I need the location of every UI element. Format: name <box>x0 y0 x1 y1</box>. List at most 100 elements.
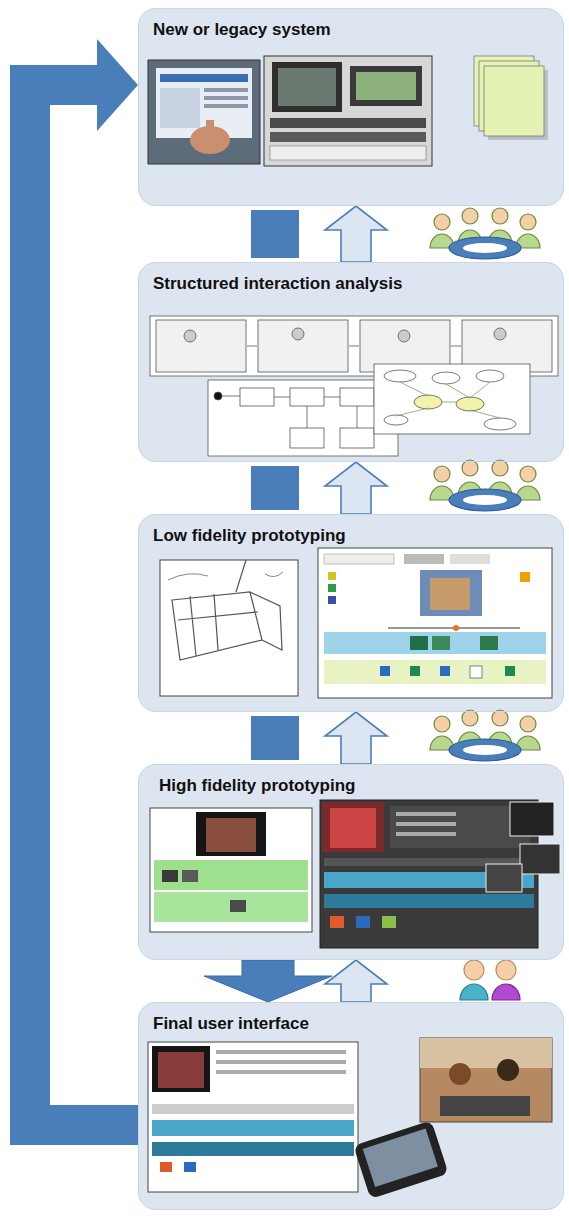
loop-head <box>97 39 138 131</box>
rect-shape <box>160 560 298 696</box>
legacy-system-pictures <box>148 56 548 166</box>
flow-arrow <box>325 712 387 764</box>
circle-shape <box>520 716 536 732</box>
circle-shape <box>449 1063 471 1085</box>
ellipse-shape <box>463 495 507 505</box>
user-pair-icon <box>460 960 520 1000</box>
rect-shape <box>204 88 248 92</box>
feedback-arrow <box>325 960 387 1002</box>
rect-shape <box>356 72 416 100</box>
rect-shape <box>152 1104 354 1114</box>
path-shape <box>492 984 520 1000</box>
ellipse-shape <box>432 372 460 384</box>
circle-shape <box>494 328 506 340</box>
g-shape <box>353 1120 448 1199</box>
rect-shape <box>430 578 470 610</box>
rect-shape <box>380 666 390 676</box>
rect-shape <box>270 118 426 128</box>
rect-shape <box>396 812 456 816</box>
circle-shape <box>496 960 516 980</box>
path-shape <box>396 382 500 418</box>
rect-shape <box>505 666 515 676</box>
path-shape <box>168 572 283 580</box>
ellipse-shape <box>449 237 521 259</box>
stage-panel: Low fidelity prototyping <box>138 514 564 712</box>
circle-shape <box>453 625 459 631</box>
flow-arrow <box>325 206 387 262</box>
rect-shape <box>152 1142 354 1156</box>
circle-shape <box>462 710 478 726</box>
ellipse-shape <box>463 745 507 755</box>
rect-shape <box>216 1070 346 1074</box>
rect-shape <box>340 428 374 448</box>
rect-shape <box>440 1096 530 1116</box>
panel-grounds <box>138 8 564 1210</box>
stage-title: Structured interaction analysis <box>153 273 402 294</box>
rect-shape <box>520 572 530 582</box>
rect-shape <box>196 812 266 856</box>
stage-panel: Structured interaction analysis <box>138 262 564 462</box>
user-group-icon <box>430 460 540 511</box>
rect-shape <box>420 1038 552 1068</box>
flow-arrow <box>251 466 299 510</box>
flow-bar <box>251 716 299 760</box>
rect-shape <box>160 74 248 82</box>
flow-arrow <box>30 39 138 1125</box>
rect-shape <box>216 1050 346 1054</box>
flow-arrow <box>204 960 332 1002</box>
final-ui-pictures <box>148 1038 552 1199</box>
rect-shape <box>450 554 490 564</box>
rect-shape <box>216 1060 346 1064</box>
rect-shape <box>330 916 344 928</box>
g-shape <box>434 710 536 732</box>
rect-shape <box>278 68 336 106</box>
rect-shape <box>382 916 396 928</box>
circle-shape <box>464 960 484 980</box>
circle-shape <box>434 466 450 482</box>
rect-shape <box>353 1120 448 1199</box>
high-fidelity-pictures <box>150 800 560 948</box>
circle-shape <box>398 330 410 342</box>
rect-shape <box>204 104 248 108</box>
ellipse-shape <box>484 418 516 430</box>
rect-shape <box>324 632 546 654</box>
stage-title: Final user interface <box>153 1013 309 1034</box>
circle-shape <box>462 208 478 224</box>
rect-shape <box>396 822 456 826</box>
circle-shape <box>492 710 508 726</box>
circle-shape <box>492 208 508 224</box>
rect-shape <box>486 864 522 892</box>
flow-arrow <box>325 960 387 1002</box>
stage-title: New or legacy system <box>153 19 331 40</box>
g-shape <box>434 460 536 482</box>
rect-shape <box>182 870 198 882</box>
rect-shape <box>264 56 432 166</box>
circle-shape <box>214 392 222 400</box>
rect-shape <box>270 132 426 142</box>
ellipse-shape <box>414 395 442 409</box>
rect-shape <box>320 800 538 948</box>
stage-title: High fidelity prototyping <box>159 775 355 796</box>
circle-shape <box>434 716 450 732</box>
rect-shape <box>404 554 444 564</box>
circle-shape <box>462 460 478 476</box>
rect-shape <box>390 806 530 848</box>
flow-bar <box>251 466 299 510</box>
path-shape <box>460 984 488 1000</box>
rect-shape <box>138 514 564 712</box>
rect-shape <box>206 120 214 142</box>
feedback-arrow <box>325 462 387 514</box>
stage-title: Low fidelity prototyping <box>153 525 346 546</box>
ellipse-shape <box>476 370 504 382</box>
rect-shape <box>138 1002 564 1210</box>
rect-shape <box>290 388 324 406</box>
rect-shape <box>148 60 260 164</box>
rect-shape <box>154 892 308 922</box>
ellipse-shape <box>456 397 484 411</box>
rect-shape <box>270 146 426 160</box>
rect-shape <box>272 62 342 112</box>
rect-shape <box>440 666 450 676</box>
flow-arrow <box>251 716 299 760</box>
rect-shape <box>162 870 178 882</box>
